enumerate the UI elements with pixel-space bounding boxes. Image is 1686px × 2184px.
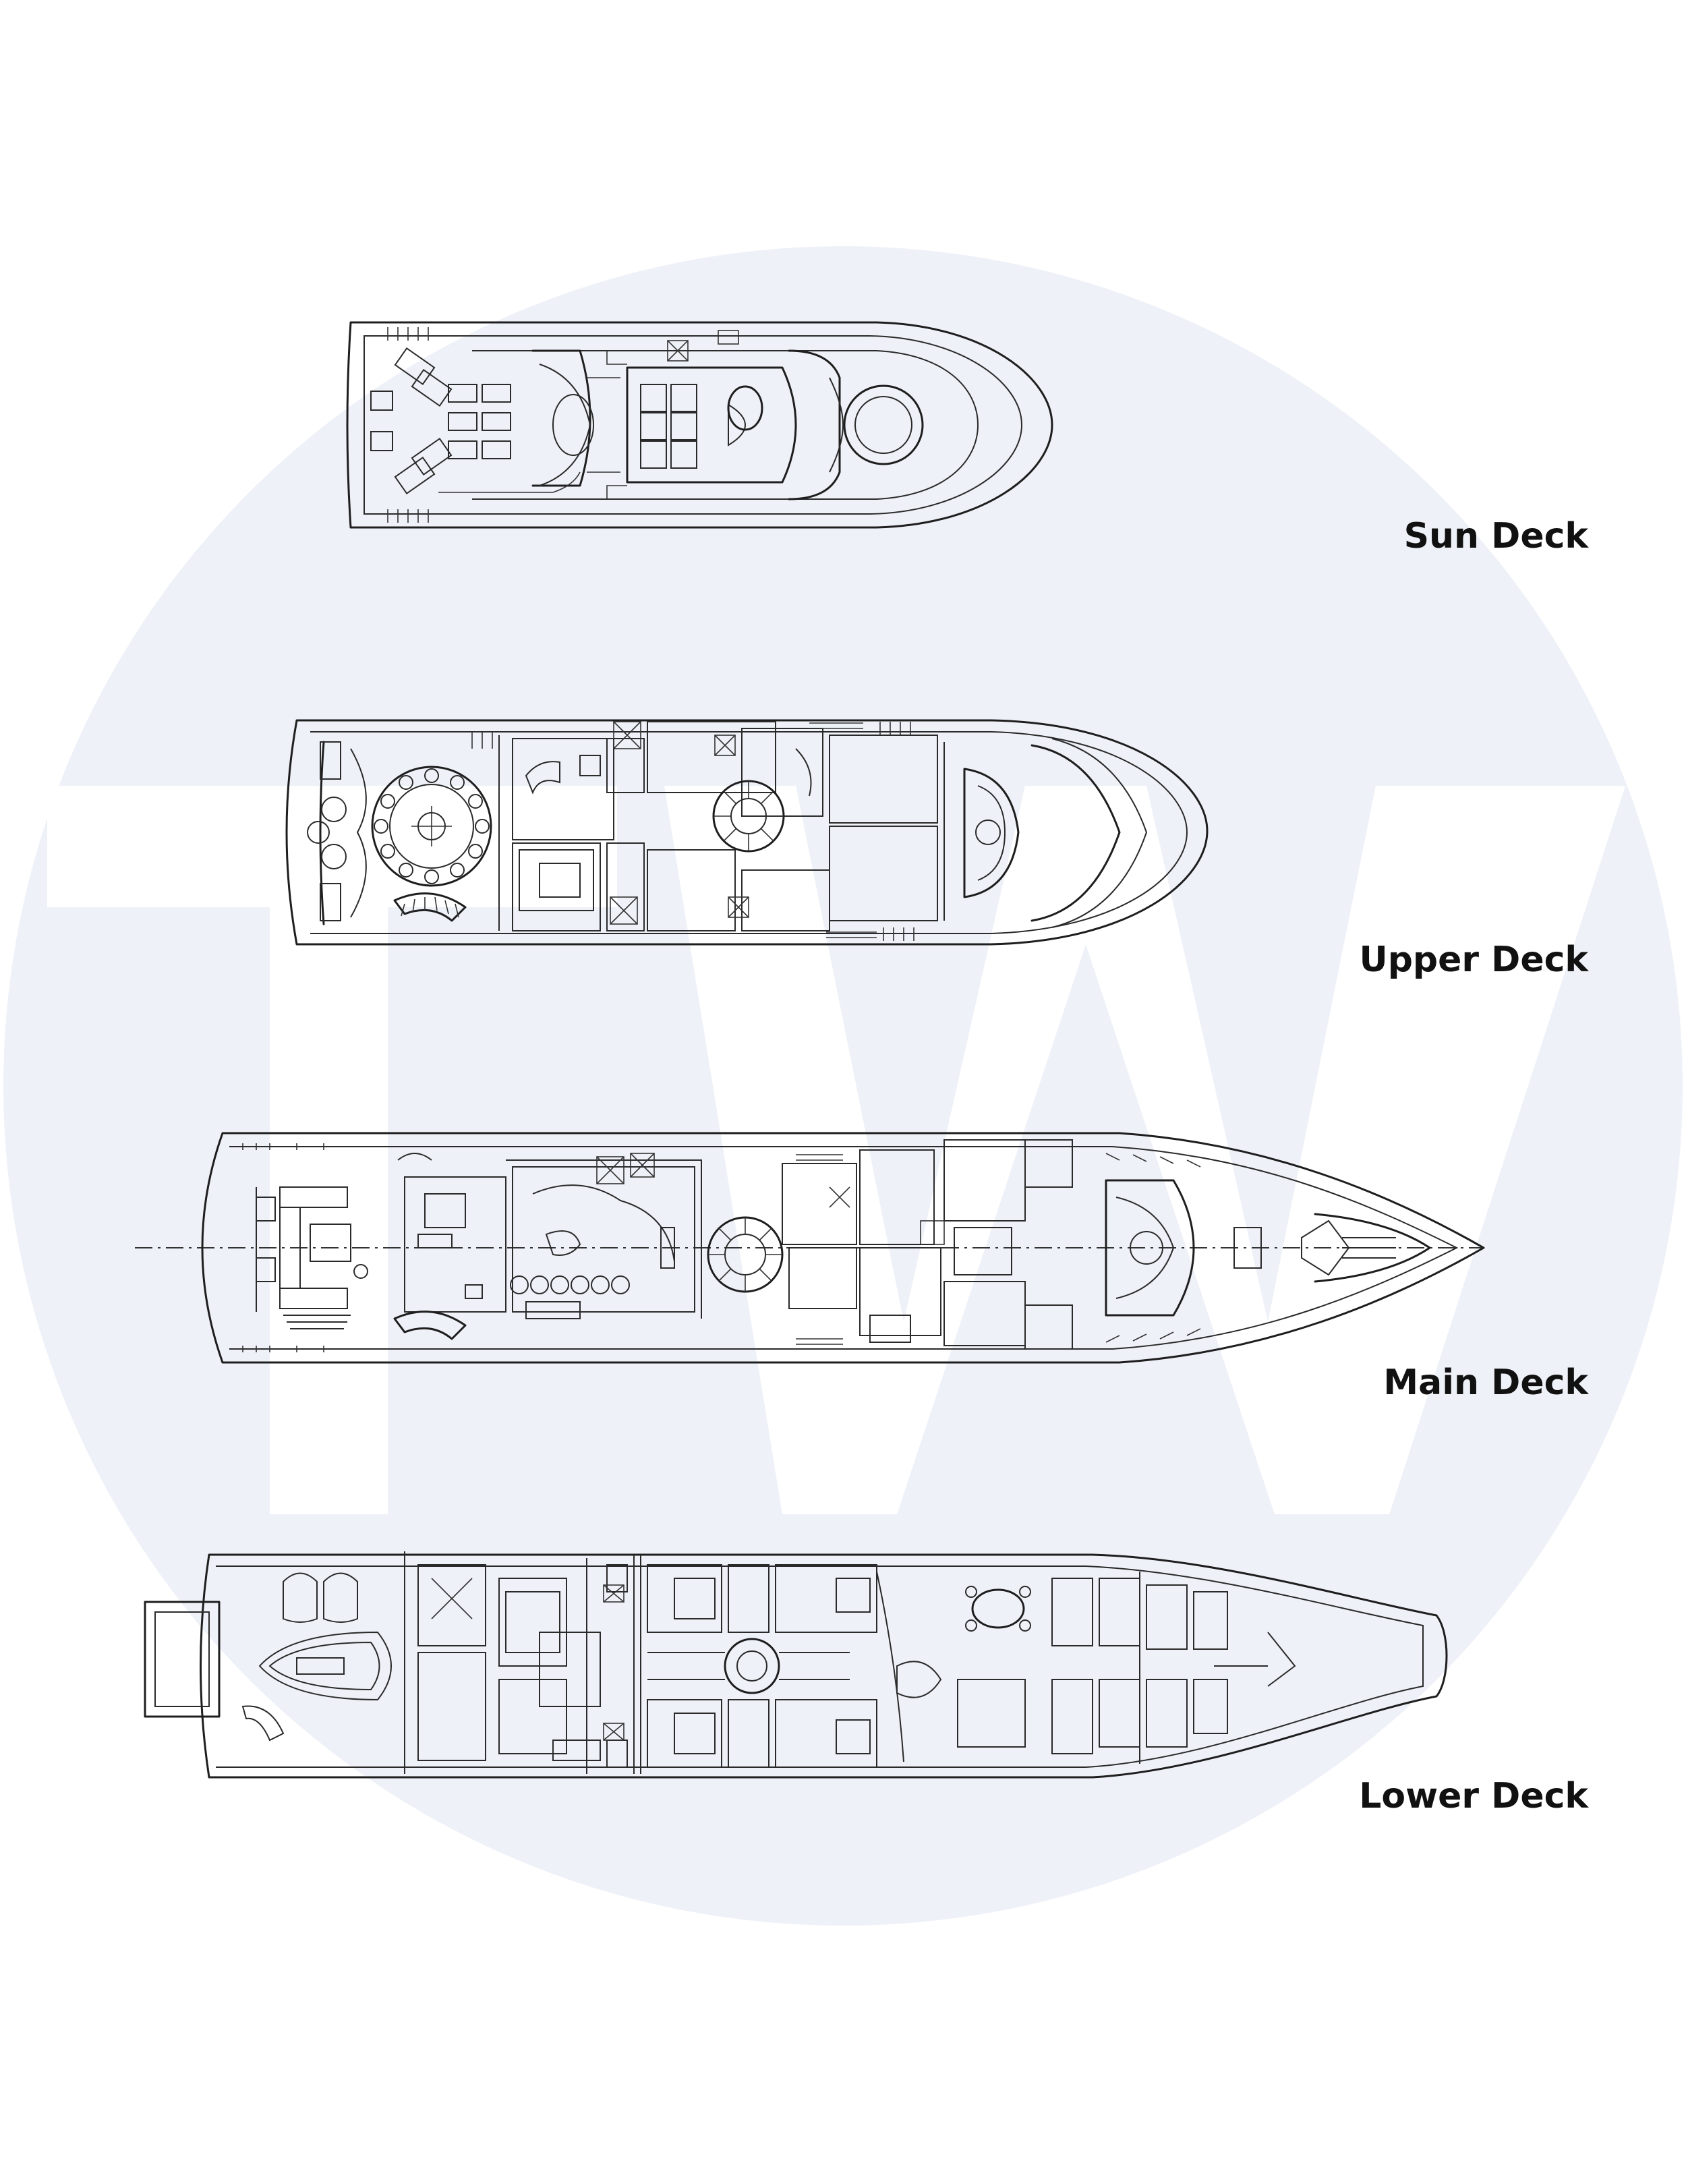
deck-label-sun: Sun Deck — [1403, 516, 1588, 556]
sun-deck-plan — [346, 321, 1053, 529]
main-deck-plan — [135, 1132, 1485, 1364]
lower-deck-plan — [144, 1551, 1448, 1779]
deck-label-main: Main Deck — [1383, 1362, 1588, 1403]
deck-label-upper: Upper Deck — [1359, 940, 1588, 980]
deck-label-lower: Lower Deck — [1359, 1776, 1588, 1816]
upper-deck-plan — [285, 719, 1209, 946]
